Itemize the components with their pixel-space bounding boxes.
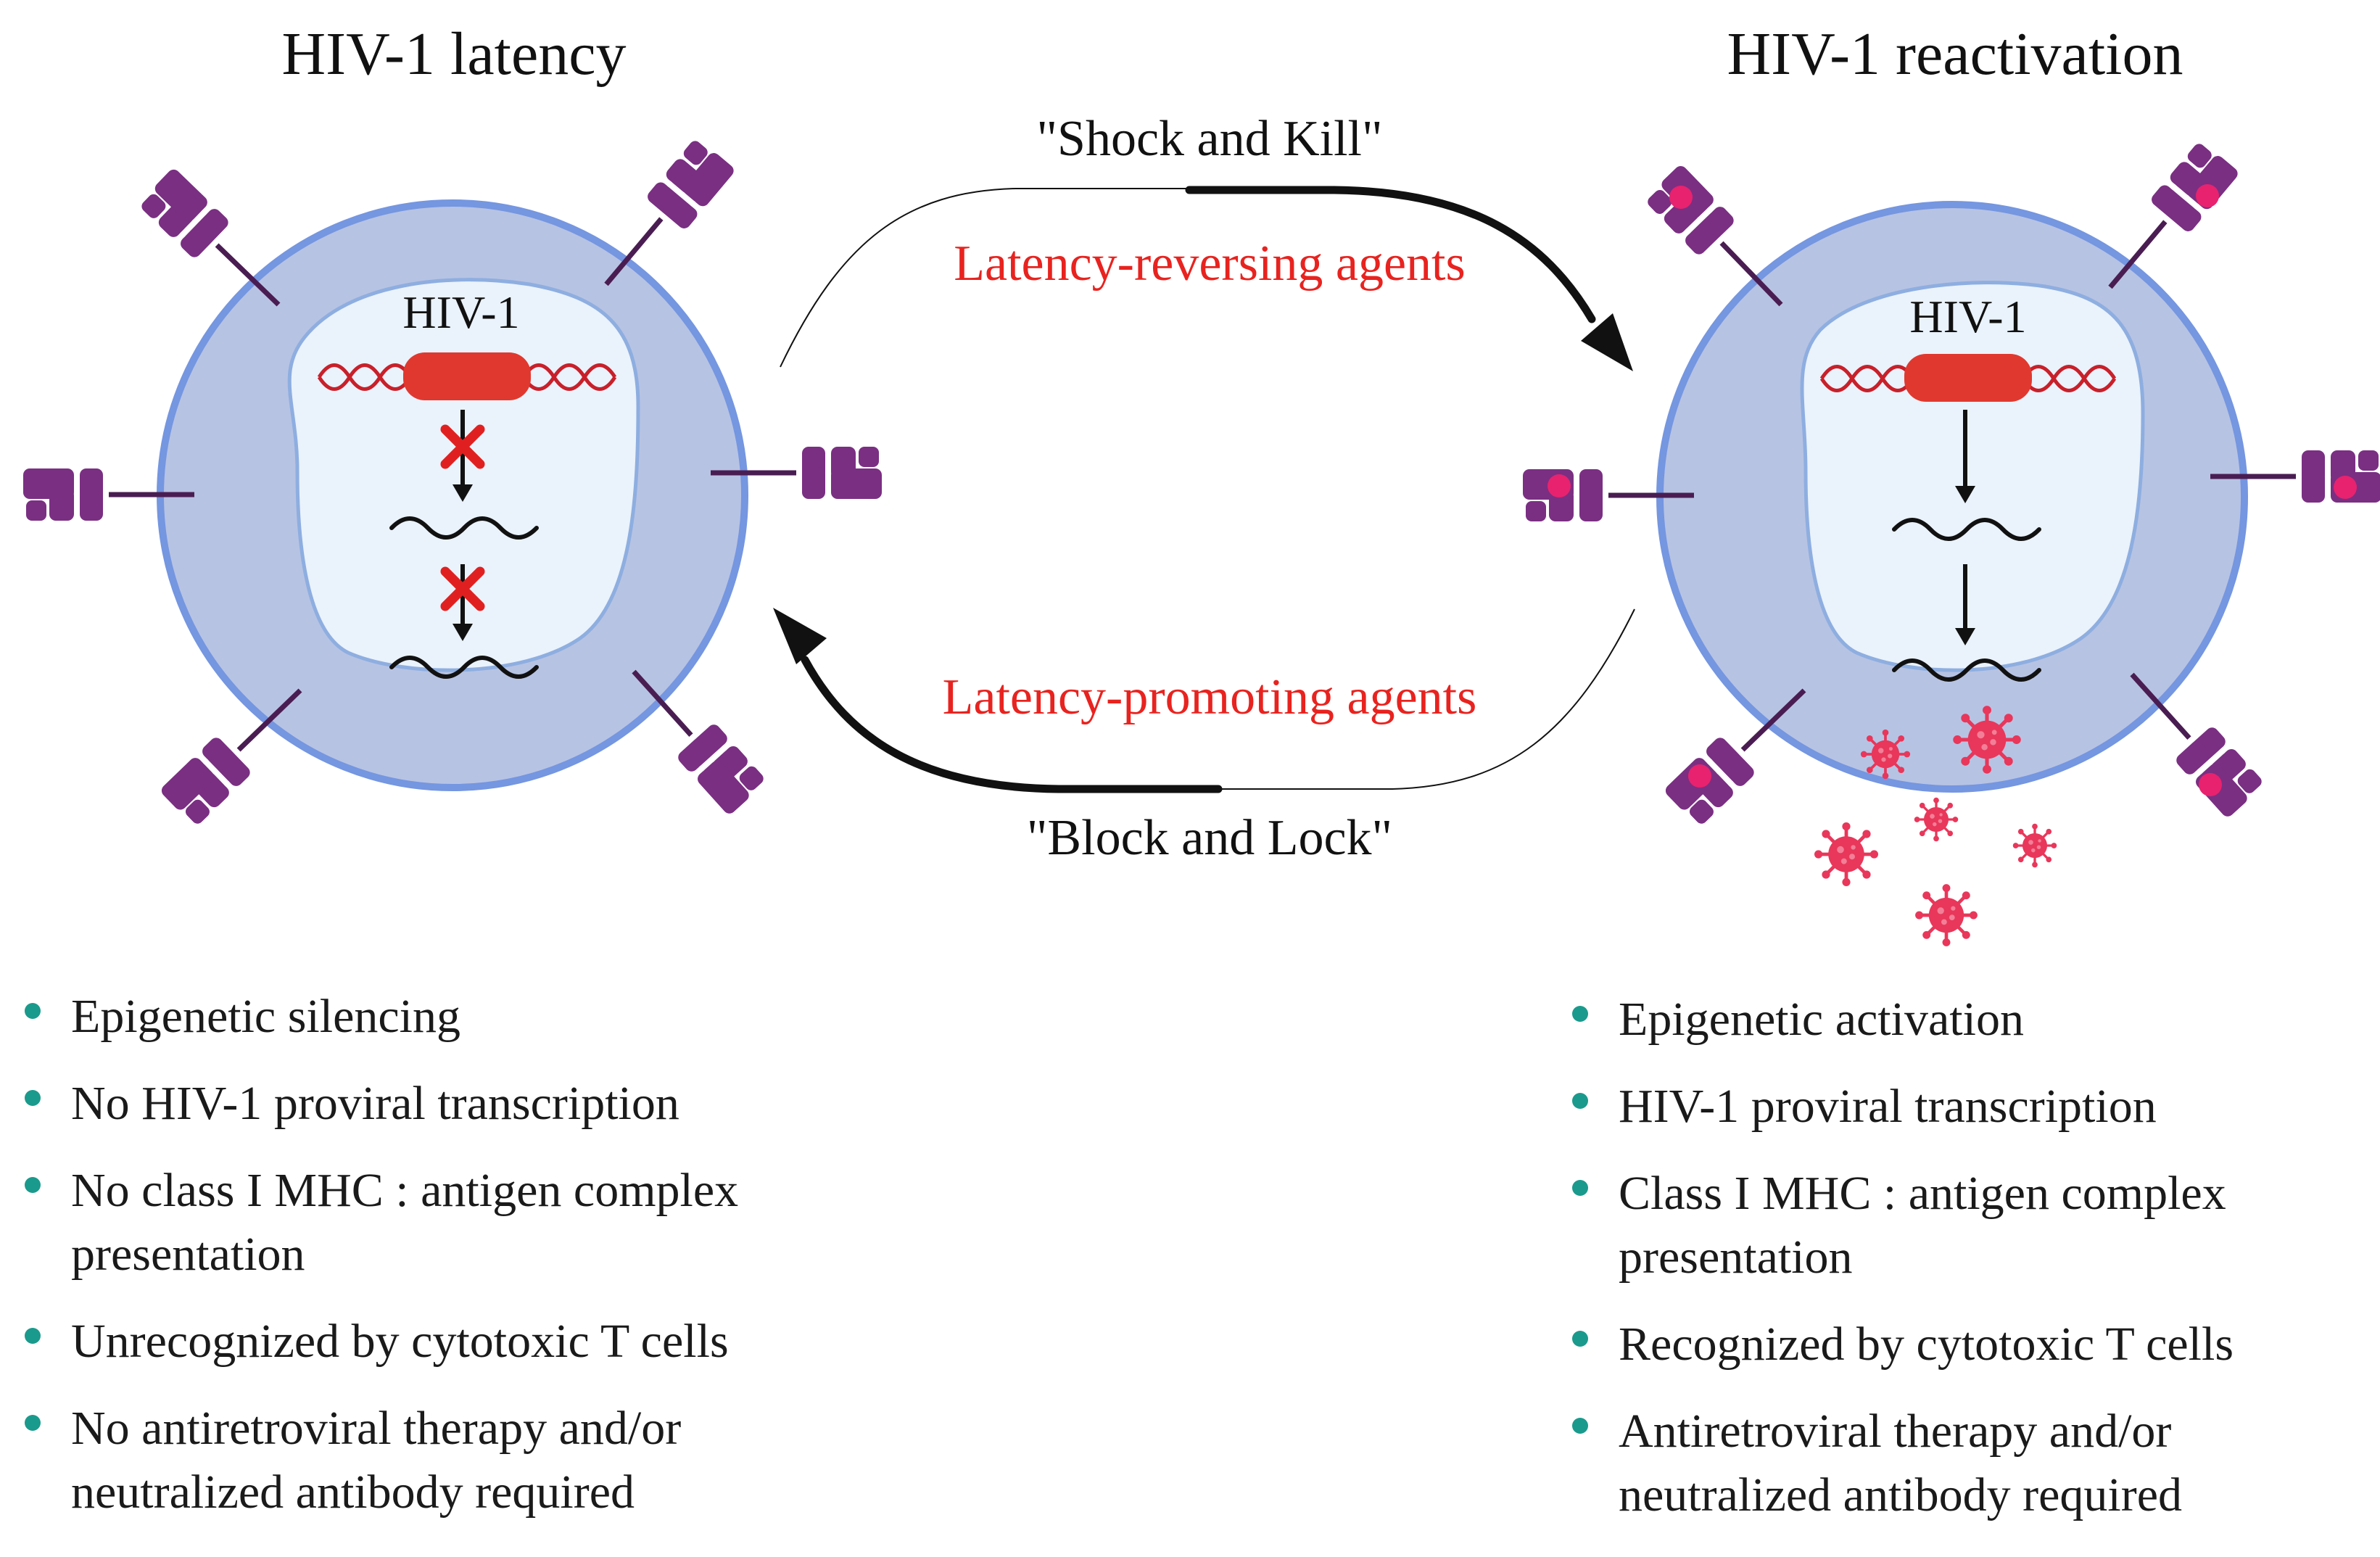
list-item: Epigenetic activation — [1572, 988, 2370, 1052]
bullet-dot — [1572, 1331, 1588, 1347]
nucleus-label: HIV-1 — [1909, 291, 2026, 342]
receptor-with-antigen — [1643, 163, 1800, 323]
receptor-icon — [614, 654, 767, 817]
latency-promoting-agents-label: Latency-promoting agents — [943, 669, 1477, 725]
nucleus — [1800, 281, 2145, 672]
receptor-with-antigen — [2210, 450, 2380, 503]
bullet-dot — [1572, 1180, 1588, 1196]
latency-reversing-agents-label: Latency-reversing agents — [954, 236, 1466, 292]
title-latency: HIV-1 latency — [281, 20, 626, 88]
bullet-dot — [25, 1415, 41, 1431]
antigen-icon — [1669, 186, 1693, 209]
provirus-box — [1904, 354, 2032, 402]
virus-particle-icon — [1859, 728, 1912, 780]
block-and-lock-label: "Block and Lock" — [1027, 810, 1392, 866]
list-item: No HIV-1 proviral transcription — [25, 1072, 967, 1136]
bullet-dot — [25, 1328, 41, 1344]
latency-feature-list: Epigenetic silencing No HIV-1 proviral t… — [25, 985, 967, 1524]
antigen-icon — [1548, 474, 1571, 497]
bullet-dot — [1572, 1418, 1588, 1434]
receptor-with-antigen — [1663, 672, 1822, 828]
provirus-box — [403, 352, 531, 400]
antigen-icon — [2334, 476, 2357, 499]
list-item: No antiretroviral therapy and/or neutral… — [25, 1397, 869, 1524]
receptor-with-antigen — [2090, 139, 2240, 304]
bullet-dot — [1572, 1006, 1588, 1022]
nucleus-label: HIV-1 — [402, 286, 519, 338]
list-item: HIV-1 proviral transcription — [1572, 1075, 2370, 1139]
list-item: No class I MHC : antigen complex present… — [25, 1159, 912, 1287]
receptor-icon — [137, 167, 297, 323]
blocked-x-icon — [440, 566, 485, 611]
list-item: Epigenetic silencing — [25, 985, 967, 1049]
list-item: Unrecognized by cytotoxic T cells — [25, 1310, 967, 1374]
receptor-with-antigen — [2112, 657, 2265, 819]
antigen-icon — [1688, 764, 1711, 788]
virus-particle-icon — [1814, 822, 1878, 886]
blocked-x-icon — [440, 424, 485, 469]
antigen-icon — [2199, 773, 2222, 796]
shock-and-kill-arrow — [780, 186, 1633, 371]
antigen-icon — [2196, 184, 2219, 207]
latent-cell — [23, 136, 882, 828]
virus-particle-icon — [1913, 796, 1959, 843]
shock-and-kill-label: "Shock and Kill" — [1036, 111, 1382, 167]
title-reactivation: HIV-1 reactivation — [1727, 20, 2183, 88]
list-item: Class I MHC : antigen complex presentati… — [1572, 1162, 2380, 1289]
list-item: Recognized by cytotoxic T cells — [1572, 1313, 2370, 1376]
list-item: Antiretroviral therapy and/or neutralize… — [1572, 1400, 2344, 1527]
virus-particle-icon — [2012, 822, 2058, 869]
bullet-dot — [25, 1090, 41, 1106]
virus-particle-icon — [1953, 706, 2021, 774]
block-and-lock-arrow — [773, 608, 1635, 793]
bullet-dot — [25, 1003, 41, 1019]
reactivation-feature-list: Epigenetic activation HIV-1 proviral tra… — [1572, 988, 2370, 1527]
bullet-dot — [1572, 1093, 1588, 1109]
bullet-dot — [25, 1177, 41, 1193]
receptor-with-antigen — [1523, 469, 1694, 521]
virus-particle-icon — [1915, 884, 1978, 946]
reactivated-cell — [1523, 139, 2380, 946]
